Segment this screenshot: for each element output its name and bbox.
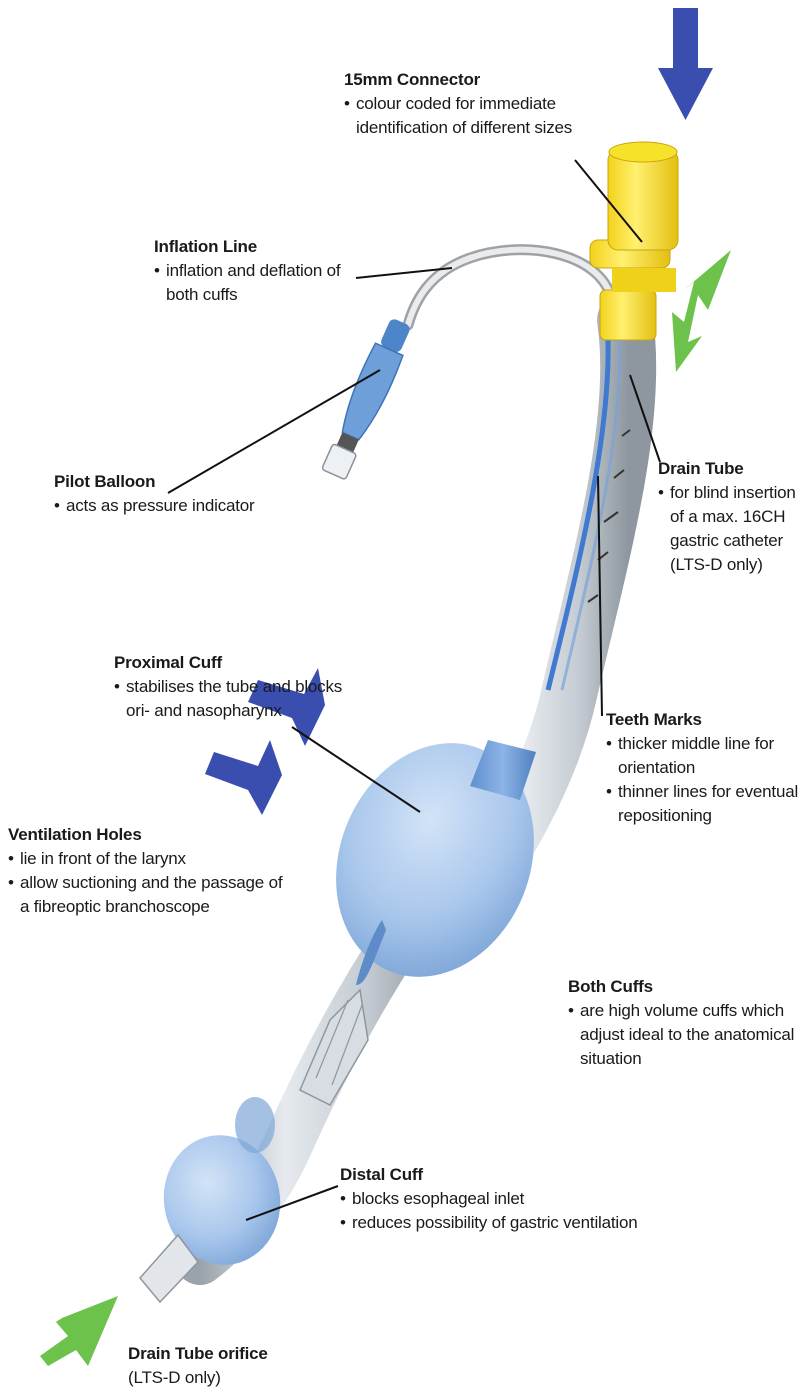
label-drain-tube: Drain Tube for blind insertion of a max.… <box>658 457 806 577</box>
connector-15mm <box>590 142 678 340</box>
label-teeth-marks: Teeth Marks thicker middle line for orie… <box>606 708 806 828</box>
label-title: Teeth Marks <box>606 708 806 732</box>
label-title: 15mm Connector <box>344 68 584 92</box>
label-bullet: for blind insertion of a max. 16CH gastr… <box>658 481 806 577</box>
label-15mm-connector: 15mm Connector colour coded for immediat… <box>344 68 584 140</box>
label-bullet: are high volume cuffs which adjust ideal… <box>568 999 808 1071</box>
label-bullet: thicker middle line for orientation <box>606 732 806 780</box>
label-pilot-balloon: Pilot Balloon acts as pressure indicator <box>54 470 294 518</box>
green-arrow-orifice-icon <box>40 1296 118 1366</box>
label-title: Ventilation Holes <box>8 823 293 847</box>
label-bullet: reduces possibility of gastric ventilati… <box>340 1211 660 1235</box>
label-bullet: allow suctioning and the passage of a fi… <box>8 871 293 919</box>
blue-arrow-ventilation-lower-icon <box>205 740 282 815</box>
label-drain-tube-orifice: Drain Tube orifice (LTS-D only) <box>128 1342 328 1390</box>
label-both-cuffs: Both Cuffs are high volume cuffs which a… <box>568 975 808 1071</box>
label-title: Proximal Cuff <box>114 651 364 675</box>
label-bullet: blocks esophageal inlet <box>340 1187 660 1211</box>
label-title: Pilot Balloon <box>54 470 294 494</box>
blue-arrow-top-icon <box>658 8 713 120</box>
label-title: Both Cuffs <box>568 975 808 999</box>
label-proximal-cuff: Proximal Cuff stabilises the tube and bl… <box>114 651 364 723</box>
label-ventilation-holes: Ventilation Holes lie in front of the la… <box>8 823 293 919</box>
label-bullet: inflation and deflation of both cuffs <box>154 259 354 307</box>
label-title: Distal Cuff <box>340 1163 660 1187</box>
label-title: Inflation Line <box>154 235 354 259</box>
green-arrow-connector-icon <box>672 250 731 372</box>
label-note: (LTS-D only) <box>128 1366 328 1390</box>
label-distal-cuff: Distal Cuff blocks esophageal inlet redu… <box>340 1163 660 1235</box>
label-bullet: stabilises the tube and blocks ori- and … <box>114 675 364 723</box>
label-bullet: thinner lines for eventual repositioning <box>606 780 806 828</box>
label-title: Drain Tube <box>658 457 806 481</box>
label-bullet: acts as pressure indicator <box>54 494 294 518</box>
label-title: Drain Tube orifice <box>128 1342 328 1366</box>
label-inflation-line: Inflation Line inflation and deflation o… <box>154 235 354 307</box>
label-bullet: colour coded for immediate identificatio… <box>344 92 584 140</box>
label-bullet: lie in front of the larynx <box>8 847 293 871</box>
